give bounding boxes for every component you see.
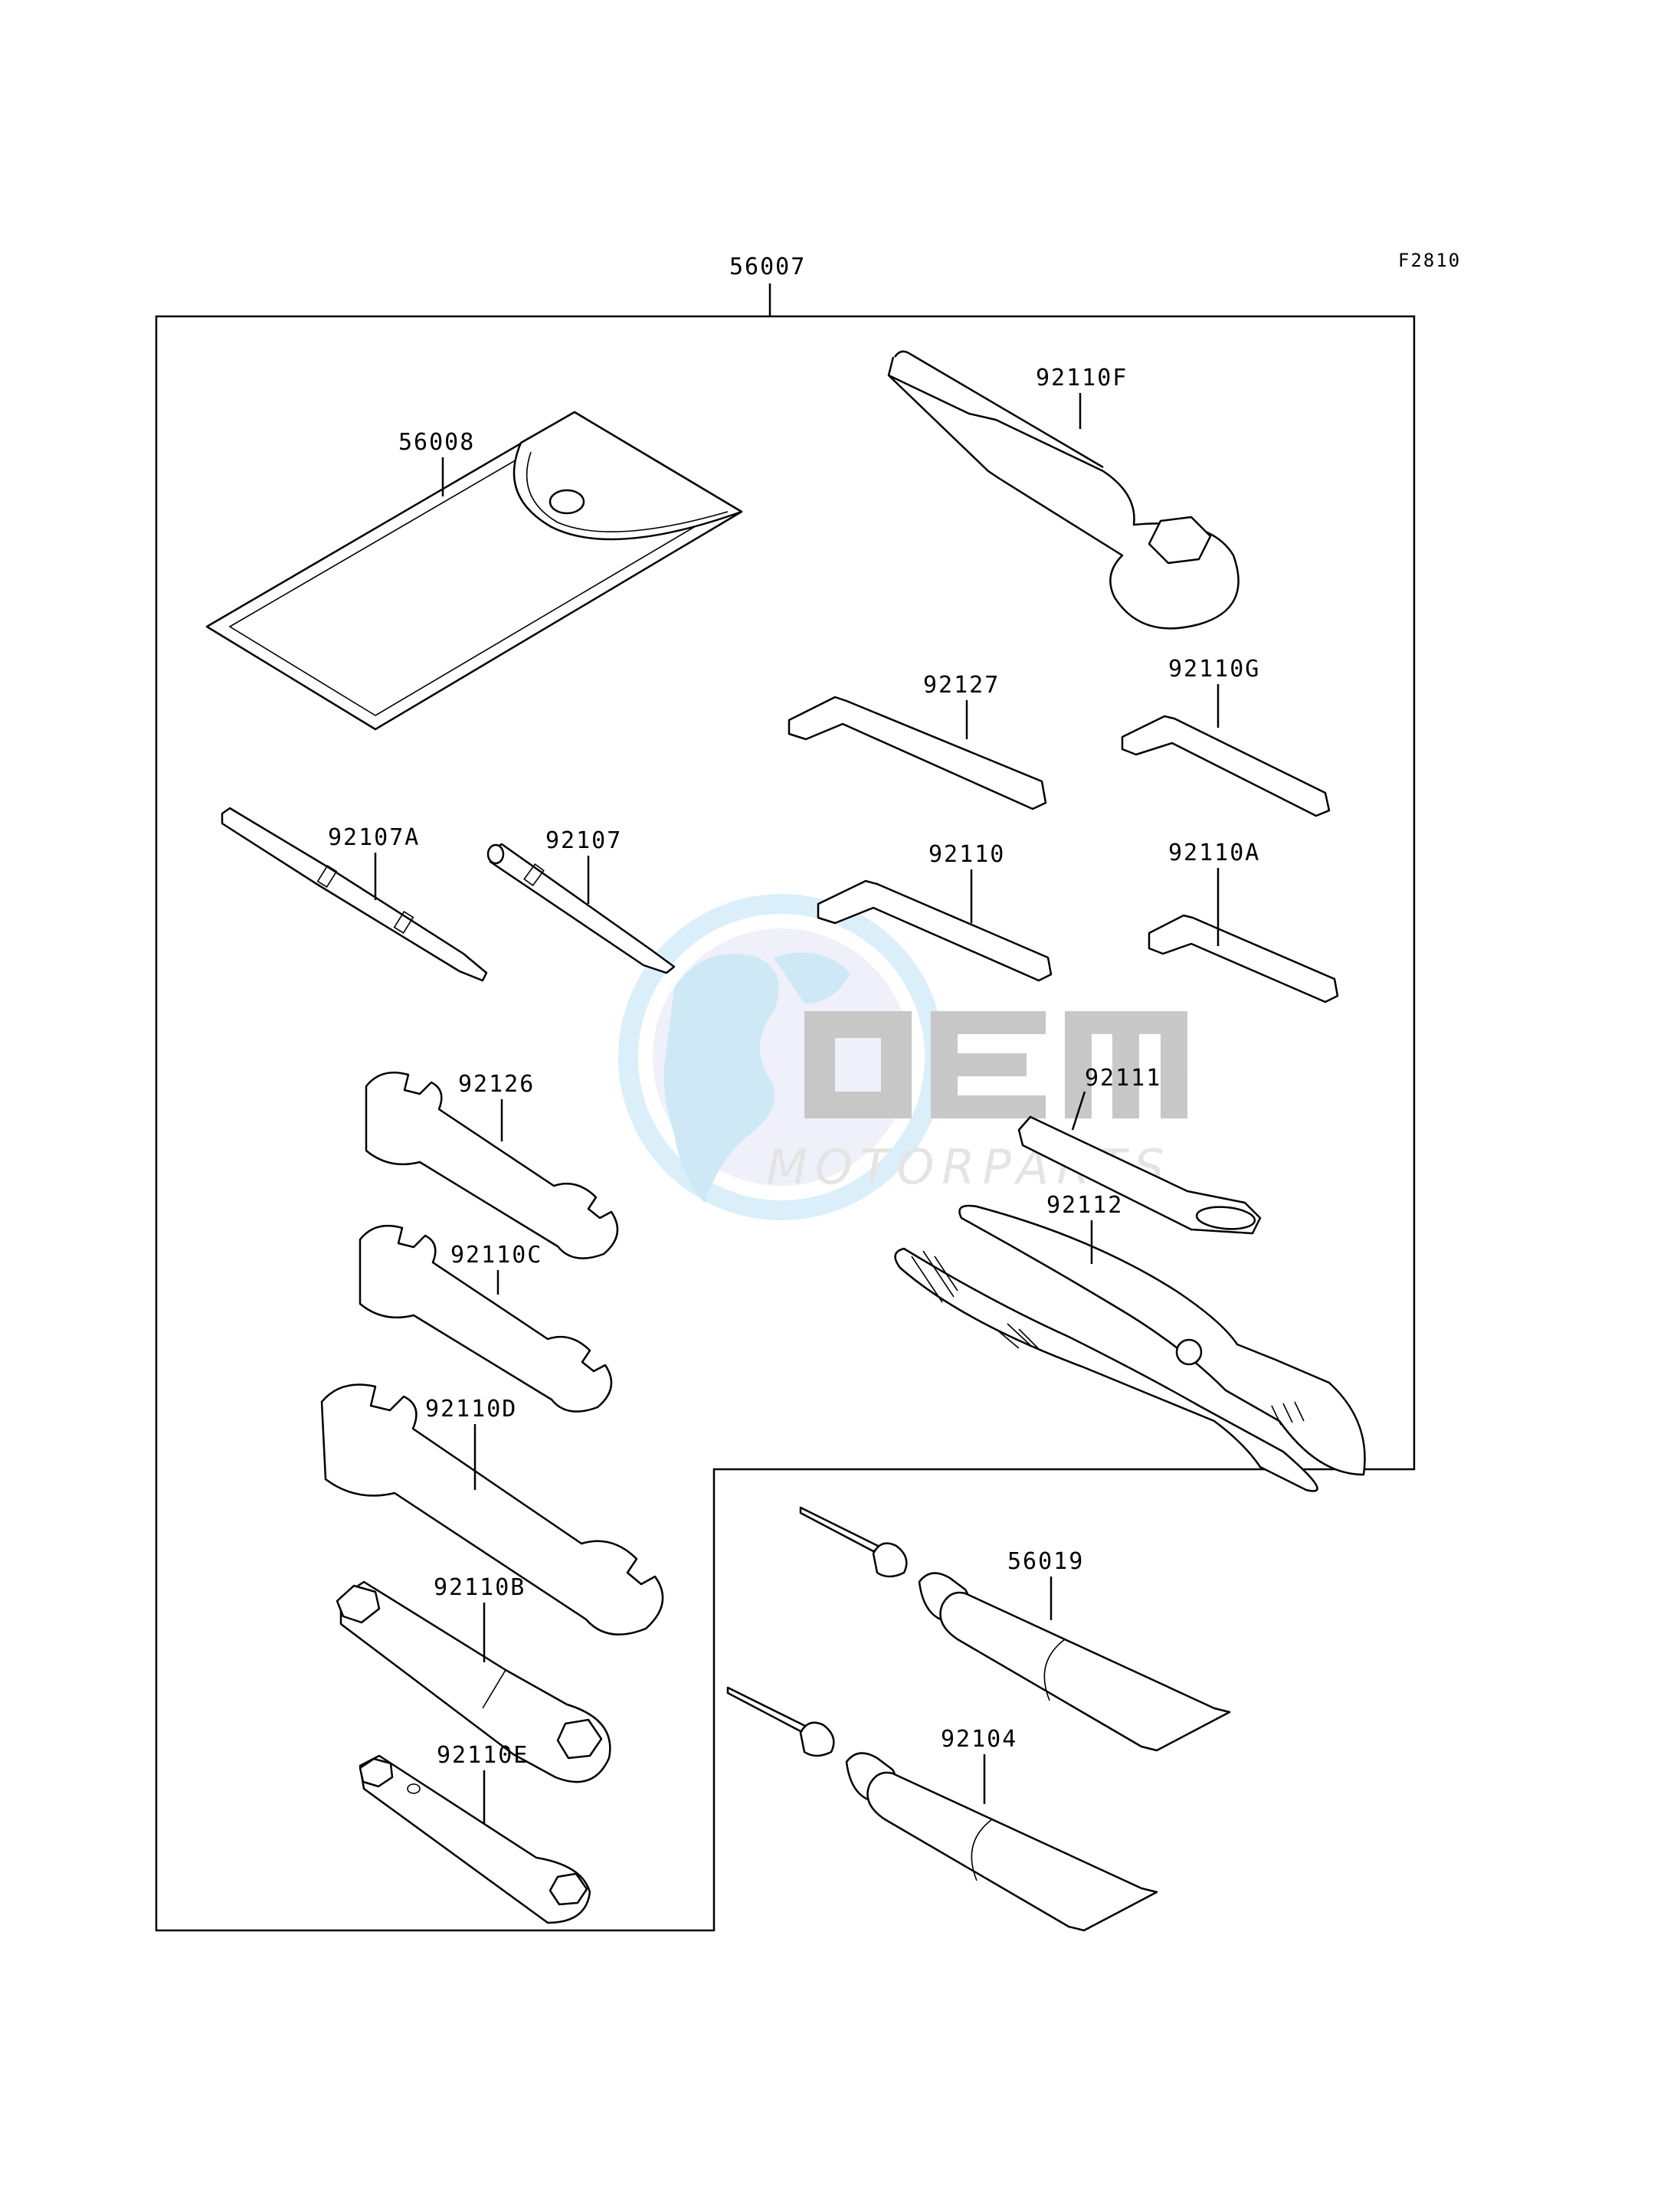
- tool-pouch-drawing: [205, 411, 743, 731]
- kit-frame: [155, 315, 1416, 1932]
- hex-key-drawings: [788, 696, 1339, 1004]
- label-92110: 92110: [928, 841, 1005, 868]
- label-92126: 92126: [458, 1071, 535, 1098]
- label-92110B: 92110B: [434, 1574, 526, 1601]
- label-56007: 56007: [729, 254, 806, 280]
- open-wrench-drawings: [320, 1071, 664, 1635]
- box-wrench-drawings: [336, 1580, 611, 1924]
- leader-92111: [1071, 1091, 1086, 1131]
- ring-wrench-drawing: [887, 350, 1240, 630]
- label-92110F: 92110F: [1036, 365, 1128, 391]
- pliers-drawing: [894, 1204, 1366, 1492]
- label-92110A: 92110A: [1168, 840, 1260, 866]
- label-92104: 92104: [941, 1726, 1017, 1753]
- label-92110C: 92110C: [450, 1242, 542, 1269]
- part-labels: 56007 56008 92110F 92127 92110G 92107A 9…: [328, 254, 1260, 1823]
- label-56008: 56008: [398, 429, 475, 456]
- label-92127: 92127: [923, 672, 1000, 699]
- label-92112: 92112: [1046, 1192, 1123, 1219]
- diagram-code: F2810: [1398, 250, 1461, 271]
- label-92110D: 92110D: [425, 1396, 517, 1423]
- label-92107: 92107: [545, 827, 622, 854]
- label-92107A: 92107A: [328, 824, 420, 851]
- screwdriver-drawings: [221, 807, 676, 982]
- wrench-handle-drawing: [1017, 1115, 1262, 1235]
- sealant-tube-drawings: [726, 1506, 1231, 1932]
- label-92111: 92111: [1085, 1065, 1161, 1092]
- label-92110E: 92110E: [437, 1742, 529, 1769]
- label-56019: 56019: [1007, 1548, 1084, 1575]
- label-92110G: 92110G: [1168, 656, 1260, 683]
